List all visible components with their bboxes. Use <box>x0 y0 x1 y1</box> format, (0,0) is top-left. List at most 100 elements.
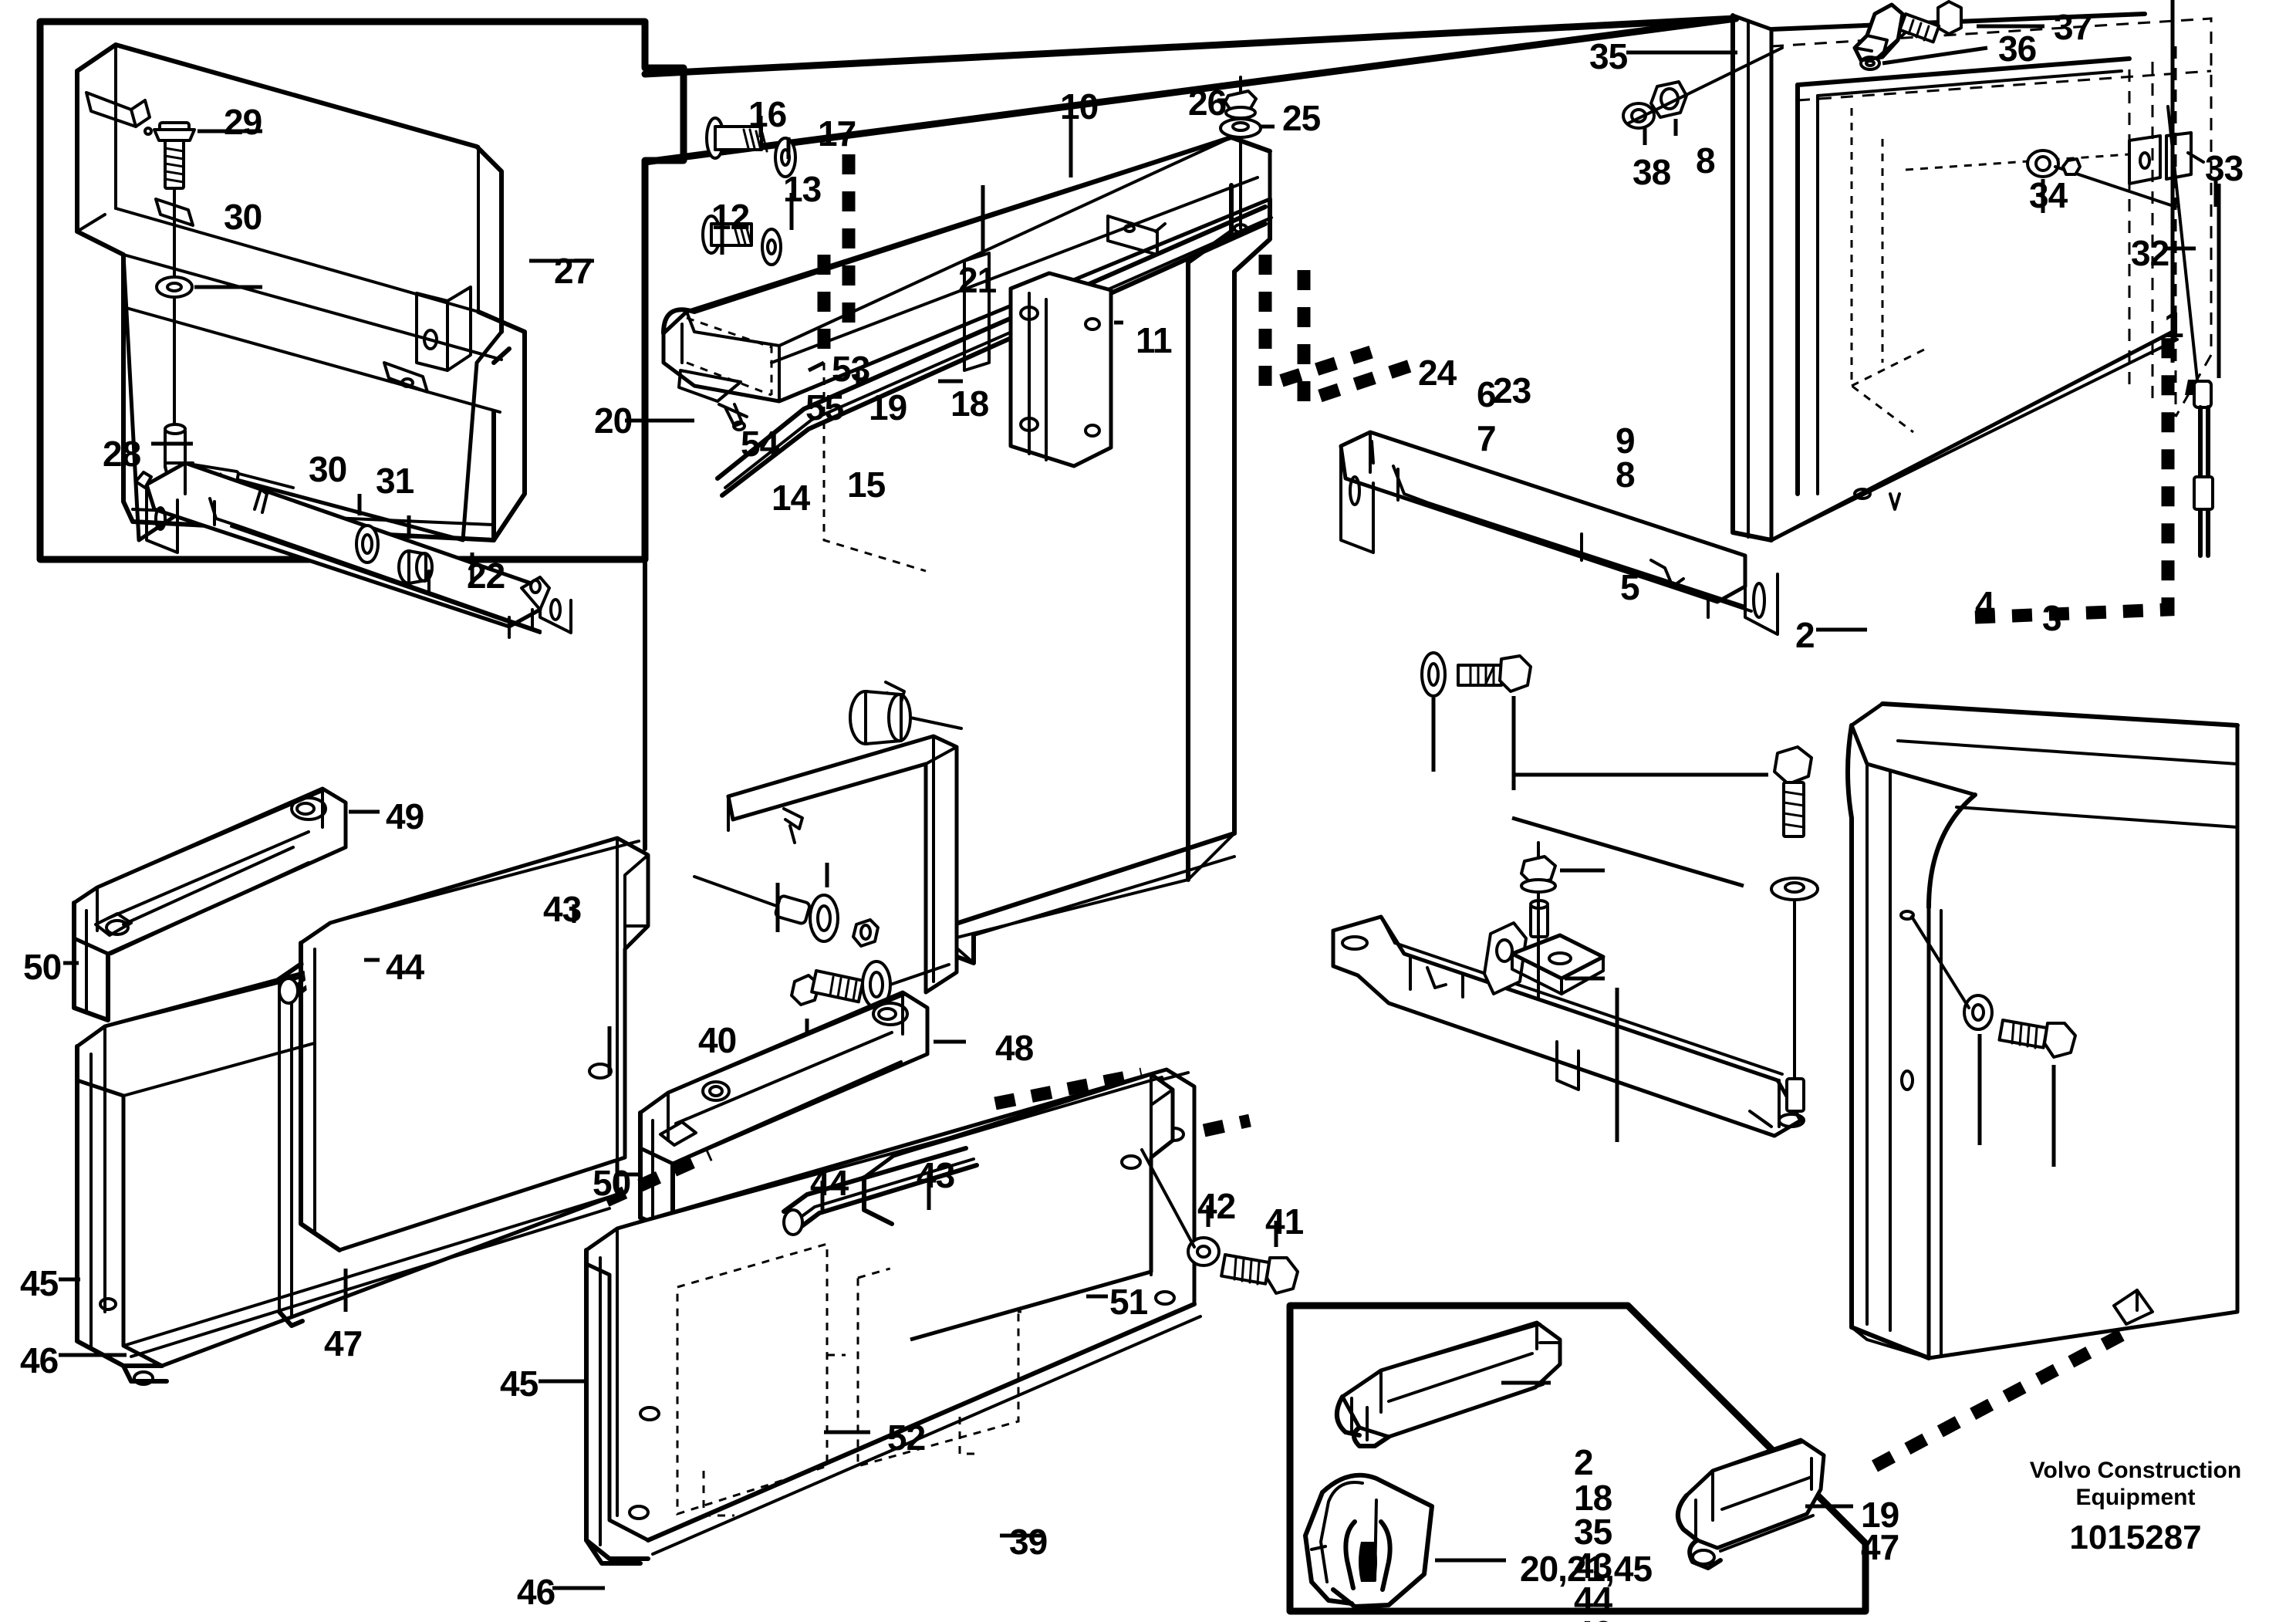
callout-50: 50 <box>23 947 62 987</box>
part-31-bushing <box>397 549 434 585</box>
seal-profile-round <box>1676 1438 1826 1570</box>
axis-41-42 <box>1140 1148 1196 1249</box>
callout-13: 13 <box>783 169 822 209</box>
callout-20-21-45: 20,21,45 <box>1520 1549 1653 1589</box>
part-53-screw <box>782 807 804 844</box>
part-bracket-23-24 <box>1339 430 1779 636</box>
callout-42: 42 <box>1197 1186 1236 1226</box>
part-7-washer <box>1770 877 1819 901</box>
callout-43: 43 <box>917 1155 955 1195</box>
callout-36: 36 <box>1998 29 2037 69</box>
callout-27: 27 <box>554 251 593 291</box>
part-12-bolt <box>701 215 753 255</box>
callout-44: 44 <box>810 1163 849 1203</box>
callout-17: 17 <box>818 113 856 154</box>
callout-45: 45 <box>500 1363 539 1404</box>
callout-8: 8 <box>1616 454 1636 495</box>
callout-26: 26 <box>1188 83 1227 123</box>
callout-37: 37 <box>2054 7 2092 47</box>
part-43-panel-left <box>299 836 650 1252</box>
part-27-door-panel <box>75 42 527 542</box>
chain-line-upper-right <box>1974 324 2175 624</box>
part-8-grommet-upper <box>1649 80 1688 119</box>
callout-4: 4 <box>1975 584 1995 624</box>
part-8-bracket-lower <box>1510 899 1606 995</box>
callout-30: 30 <box>224 197 262 237</box>
part-49-rail <box>72 786 348 1022</box>
callout-40: 40 <box>698 1020 737 1060</box>
callout-29: 29 <box>224 102 262 142</box>
brand-line-1: Volvo Construction <box>2029 1458 2242 1483</box>
callout-18: 18 <box>1574 1478 1612 1518</box>
callout-8: 8 <box>1696 140 1716 181</box>
part-48-rail <box>638 990 930 1234</box>
callout-46: 46 <box>1574 1616 1612 1622</box>
callout-39: 39 <box>1009 1522 1048 1562</box>
dash-53 <box>822 363 927 573</box>
callout-49: 49 <box>386 796 424 836</box>
part-33-gas-strut <box>2166 105 2214 558</box>
main-panel-outline <box>641 15 1740 851</box>
part-5-bracket <box>1331 914 1805 1138</box>
callout-54: 54 <box>741 424 779 464</box>
callout-15: 15 <box>847 465 886 505</box>
axis-3-4 <box>1910 915 1970 1009</box>
callout-47: 47 <box>1861 1527 1899 1567</box>
callout-51: 51 <box>1109 1282 1148 1322</box>
chain-line-bottom-a <box>994 1067 1143 1110</box>
part-30-washer-lower <box>355 524 380 564</box>
part-33-clip <box>2061 157 2082 176</box>
part-41-bolt <box>1220 1253 1299 1295</box>
callout-38: 38 <box>1633 152 1671 192</box>
callout-28: 28 <box>103 434 141 474</box>
callout-33: 33 <box>2205 148 2244 188</box>
callout-34: 34 <box>2029 175 2068 215</box>
chain-line-bottom-c <box>603 1148 713 1207</box>
callout-3: 3 <box>2042 598 2062 638</box>
callout-18: 18 <box>950 384 989 424</box>
callout-25: 25 <box>1282 98 1321 138</box>
part-23-bolt <box>1457 654 1532 693</box>
part-18-19-bracket <box>726 734 959 995</box>
callout-30: 30 <box>309 449 347 489</box>
part-42-washer <box>1187 1236 1221 1267</box>
callout-53: 53 <box>832 349 870 389</box>
callout-44: 44 <box>386 947 424 987</box>
callout-50: 50 <box>593 1163 631 1203</box>
callout-47: 47 <box>324 1323 363 1363</box>
callout-41: 41 <box>1265 1201 1304 1242</box>
chain-line-right2 <box>1297 270 1422 411</box>
callout-9: 9 <box>1616 421 1636 461</box>
part-55-washer <box>809 894 839 943</box>
callout-55: 55 <box>805 387 844 427</box>
callout-14: 14 <box>772 478 810 518</box>
callout-16: 16 <box>748 94 787 134</box>
hinge-roller <box>849 690 963 745</box>
callout-43: 43 <box>543 889 582 929</box>
callout-43: 43 <box>1574 1546 1612 1586</box>
callout-2: 2 <box>1795 615 1815 655</box>
leader-53 <box>807 360 826 373</box>
chain-line-right <box>1258 255 1383 395</box>
brand-block: Volvo Construction Equipment 1015287 <box>1975 1457 2296 1559</box>
brand-line-2: Equipment <box>2075 1485 2196 1511</box>
callout-45: 45 <box>20 1263 59 1303</box>
part-6-bolt <box>1773 745 1813 838</box>
part-34-grommet <box>2026 149 2060 178</box>
callout-31: 31 <box>376 461 414 501</box>
chain-line-lower-right <box>1872 1329 2125 1472</box>
callout-20: 20 <box>594 400 633 441</box>
seal-profile-top <box>1335 1320 1562 1448</box>
part-54-pin <box>693 875 812 925</box>
callout-23: 23 <box>1493 370 1531 411</box>
callout-24: 24 <box>1418 353 1457 393</box>
part-24-washer <box>1420 651 1447 698</box>
callout-12: 12 <box>711 197 750 237</box>
callout-44: 44 <box>1574 1580 1612 1620</box>
callout-19: 19 <box>1861 1495 1899 1535</box>
callout-46: 46 <box>20 1340 59 1380</box>
callout-11: 11 <box>1136 320 1173 360</box>
part-3-bolt <box>1997 1018 2077 1059</box>
